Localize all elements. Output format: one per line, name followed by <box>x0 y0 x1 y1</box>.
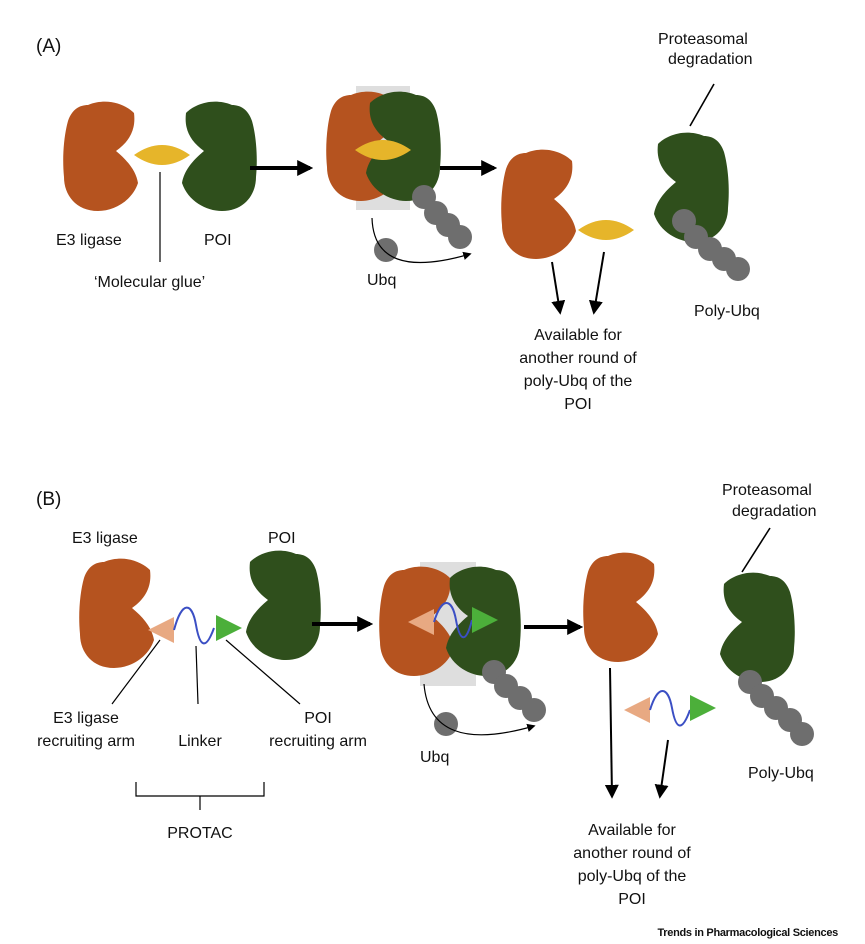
panel-a: (A) E3 ligase POI ‘Molecular glue’ Ubq <box>36 31 760 413</box>
available-text-b-4: POI <box>618 891 646 908</box>
journal-footer: Trends in Pharmacological Sciences <box>657 927 838 939</box>
poi-label: POI <box>204 232 232 249</box>
e3-arm-label-2: recruiting arm <box>37 733 135 750</box>
poly-ubq-label: Poly-Ubq <box>694 303 760 320</box>
poi-shape-b <box>246 550 321 660</box>
e3-ligase-shape <box>63 101 138 211</box>
panel-a-label: (A) <box>36 36 61 57</box>
proteasomal-label-2: degradation <box>668 51 753 68</box>
ubq-label: Ubq <box>367 272 396 289</box>
poi-recruiting-arm-shape <box>216 615 242 641</box>
ubq-transfer-arrow <box>371 217 472 264</box>
ubq-free-b <box>434 712 458 736</box>
proteasome-pointer-b <box>741 527 771 573</box>
molecular-glue-released <box>578 220 634 240</box>
protac-bracket <box>135 782 265 810</box>
proteasome-pointer <box>689 83 715 127</box>
recycle-arrow-protac <box>654 739 669 799</box>
available-text-b-1: Available for <box>588 822 676 839</box>
poly-ubq-label-b: Poly-Ubq <box>748 765 814 782</box>
ubq-label-b: Ubq <box>420 749 449 766</box>
panel-b: (B) E3 ligase POI E3 ligase recruiting a… <box>36 482 817 908</box>
linker-released <box>649 690 691 727</box>
protac-label: PROTAC <box>167 825 232 842</box>
proteasomal-label-b-2: degradation <box>732 503 817 520</box>
available-text-2: another round of <box>519 350 637 367</box>
recycle-arrow-e3-b <box>604 667 619 799</box>
panel-b-label: (B) <box>36 489 61 510</box>
recycle-arrow-glue <box>588 251 605 315</box>
e3-ligase-label-b: E3 ligase <box>72 530 138 547</box>
poly-ubiquitin-chain-b <box>738 670 814 746</box>
linker-pointer <box>195 645 199 705</box>
poi-shape <box>182 101 257 211</box>
poi-arm-pointer <box>225 639 301 705</box>
recycle-arrow-e3 <box>551 261 566 315</box>
poi-arm-label-2: recruiting arm <box>269 733 367 750</box>
e3-arm-released <box>624 697 650 723</box>
ubiquitin-chain-b <box>482 660 546 722</box>
available-text-1: Available for <box>534 327 622 344</box>
available-text-b-2: another round of <box>573 845 691 862</box>
available-text-3: poly-Ubq of the <box>524 373 633 390</box>
proteasomal-label-1: Proteasomal <box>658 31 748 48</box>
poi-arm-released <box>690 695 716 721</box>
e3-ligase-released <box>501 149 576 259</box>
e3-ligase-label: E3 ligase <box>56 232 122 249</box>
e3-ligase-released-b <box>583 552 658 662</box>
poi-label-b: POI <box>268 530 296 547</box>
poi-arm-label-1: POI <box>304 710 332 727</box>
molecular-glue-label: ‘Molecular glue’ <box>94 274 205 291</box>
ubq-transfer-arrow-b <box>423 683 536 736</box>
poi-ubiquitinated-b <box>720 572 795 682</box>
linker-label: Linker <box>178 733 222 750</box>
linker-complex <box>433 602 473 639</box>
e3-arm-label-1: E3 ligase <box>53 710 119 727</box>
linker-shape <box>173 606 215 645</box>
ubiquitin-chain <box>412 185 472 249</box>
proteasomal-label-b-1: Proteasomal <box>722 482 812 499</box>
available-text-4: POI <box>564 396 592 413</box>
e3-ligase-shape-b <box>79 558 154 668</box>
e3-arm-pointer <box>111 639 161 705</box>
molecular-glue-shape <box>134 145 190 165</box>
available-text-b-3: poly-Ubq of the <box>578 868 687 885</box>
poly-ubiquitin-chain <box>672 209 750 281</box>
